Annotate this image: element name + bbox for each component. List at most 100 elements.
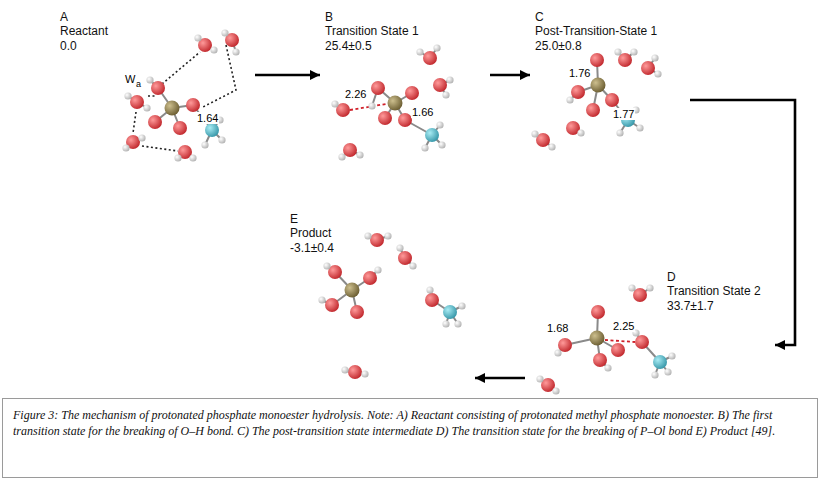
molecule-part xyxy=(616,129,623,136)
reaction-arrow xyxy=(255,74,320,77)
state-heading: EProduct-3.1±0.4 xyxy=(290,212,334,255)
state-heading: BTransition State 125.4±0.5 xyxy=(325,10,419,53)
molecule-part xyxy=(571,85,585,99)
bond-length: 1.64 xyxy=(196,112,219,124)
molecule-part xyxy=(148,115,162,129)
bond-length: 1.68 xyxy=(546,322,569,334)
state-panel: AReactant0.0 xyxy=(55,8,255,178)
state-heading: CPost-Transition-State 125.0±0.8 xyxy=(535,10,657,53)
molecule-part xyxy=(335,48,450,157)
molecule-part xyxy=(201,141,208,148)
molecule-part xyxy=(363,271,377,285)
molecule-part xyxy=(591,305,605,319)
panel-letter: E xyxy=(290,212,334,226)
molecule-part xyxy=(554,349,561,356)
molecule-part xyxy=(173,121,187,135)
energy-value: -3.1±0.4 xyxy=(290,241,334,255)
molecule-part xyxy=(421,144,428,151)
molecule-part xyxy=(646,284,653,291)
molecule-part xyxy=(611,343,625,357)
molecule-part xyxy=(653,355,667,369)
molecule-part xyxy=(186,98,200,112)
molecule-part xyxy=(322,236,462,374)
molecule-part xyxy=(189,154,196,161)
molecule-part xyxy=(218,136,225,143)
molecule-part xyxy=(446,76,453,83)
molecule-part xyxy=(361,370,368,377)
molecule-part xyxy=(593,353,607,367)
energy-value: 25.0±0.8 xyxy=(535,39,657,53)
molecule-part xyxy=(370,233,384,247)
molecule-part xyxy=(348,365,362,379)
molecule-part xyxy=(423,51,437,65)
molecule-part xyxy=(425,293,439,307)
molecule-part xyxy=(442,320,449,327)
molecule-part xyxy=(133,45,236,151)
molecule-part xyxy=(343,143,357,157)
molecule-part xyxy=(651,54,658,61)
molecule-part xyxy=(591,78,606,93)
molecule-part xyxy=(232,48,239,55)
molecule-part xyxy=(345,283,360,298)
molecule-part xyxy=(138,134,145,141)
molecule-part xyxy=(548,143,555,150)
molecule-part xyxy=(628,284,635,291)
molecule-part xyxy=(605,93,619,107)
molecule-part xyxy=(416,48,423,55)
molecule-part xyxy=(436,121,443,128)
molecule-part xyxy=(654,70,661,77)
molecule-part xyxy=(210,46,217,53)
molecule-part xyxy=(668,352,675,359)
molecule-part xyxy=(630,48,637,55)
molecule-part xyxy=(635,335,649,349)
panel-letter: B xyxy=(325,10,419,24)
state-name: Reactant xyxy=(60,24,108,38)
molecule-part xyxy=(586,103,600,117)
water-label: W xyxy=(124,73,136,85)
molecule-part xyxy=(325,298,339,312)
state-heading: DTransition State 233.7±1.7 xyxy=(667,270,761,313)
molecule-part xyxy=(409,262,416,269)
molecule-part xyxy=(651,371,658,378)
molecule-part xyxy=(552,387,559,394)
bond-length: 2.25 xyxy=(612,320,635,332)
molecule-part xyxy=(133,45,236,151)
energy-value: 25.4±0.5 xyxy=(325,39,419,53)
molecule-part xyxy=(577,129,584,136)
molecule-part xyxy=(664,368,671,375)
molecule-part xyxy=(384,232,391,239)
molecule-part xyxy=(323,262,330,269)
molecule-part xyxy=(566,96,573,103)
molecule-part xyxy=(535,52,658,147)
molecule-part xyxy=(126,33,236,158)
molecule-part xyxy=(442,91,449,98)
molecule-part xyxy=(194,34,201,41)
molecule-part xyxy=(371,81,385,95)
molecule-part xyxy=(425,128,439,142)
energy-value: 0.0 xyxy=(60,39,108,53)
molecule-part xyxy=(426,286,433,293)
molecule-part xyxy=(174,154,181,161)
molecule-part xyxy=(433,78,447,92)
caption-box: Figure 3: The mechanism of protonated ph… xyxy=(2,398,818,478)
bond-length: 1.76 xyxy=(568,67,591,79)
molecule-part xyxy=(641,61,655,75)
figure-caption: Figure 3: The mechanism of protonated ph… xyxy=(13,407,807,439)
state-name: Transition State 2 xyxy=(667,284,761,298)
bond-length: 2.26 xyxy=(344,88,367,100)
reaction-arrow xyxy=(490,74,530,77)
molecule-part xyxy=(633,288,647,302)
molecule-part xyxy=(338,153,345,160)
molecule-part xyxy=(454,320,461,327)
molecule-part xyxy=(318,296,325,303)
molecule-part xyxy=(124,92,131,99)
molecule-part xyxy=(590,53,604,67)
molecule-part xyxy=(341,366,348,373)
molecule-part xyxy=(126,33,672,391)
molecule-part xyxy=(438,141,445,148)
molecule-part xyxy=(130,95,144,109)
molecule-part xyxy=(368,102,375,109)
state-panel: DTransition State 233.7±1.7 xyxy=(525,215,775,393)
molecule-part xyxy=(331,100,338,107)
